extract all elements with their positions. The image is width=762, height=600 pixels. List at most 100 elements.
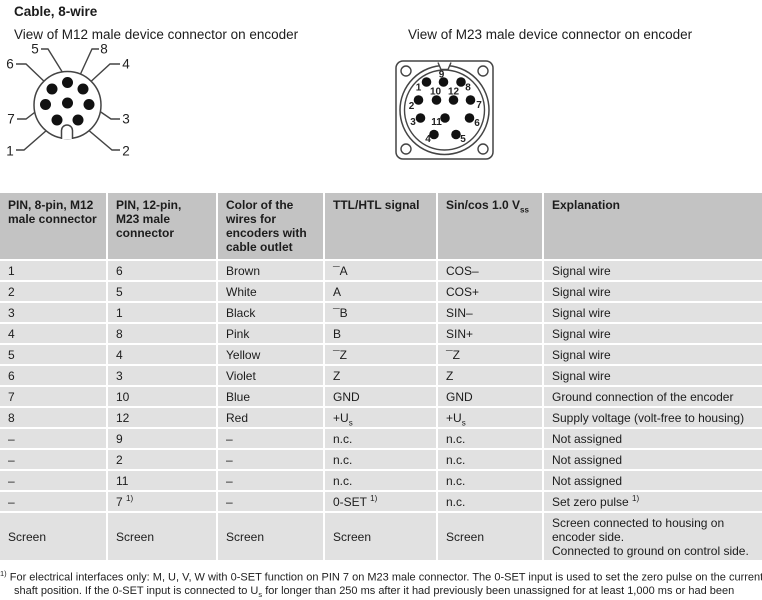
table-cell: 9 xyxy=(108,429,218,450)
leader-line xyxy=(41,48,67,79)
table-cell: B xyxy=(325,324,438,345)
m23-screw-hole xyxy=(400,143,412,155)
table-cell: – xyxy=(218,492,325,513)
m12-pin-label: 1 xyxy=(6,144,14,159)
m23-pin-label: 6 xyxy=(474,118,480,129)
header-cell: Explanation xyxy=(544,193,762,261)
table-cell: n.c. xyxy=(325,471,438,492)
table-cell: COS– xyxy=(438,261,544,282)
m23-connector-diagram: 1 9 8 2 10 12 7 3 11 6 4 5 xyxy=(395,60,494,160)
header-cell: Color of the wires for encoders with cab… xyxy=(218,193,325,261)
table-cell: Screen xyxy=(325,513,438,562)
m12-pin-3 xyxy=(83,99,95,110)
table-cell: Screen xyxy=(218,513,325,562)
table-cell: 5 xyxy=(108,282,218,303)
m23-pin-label: 5 xyxy=(460,134,466,145)
m12-pin-2 xyxy=(72,114,84,126)
table-cell: 2 xyxy=(0,282,108,303)
m23-pin-12 xyxy=(448,95,459,105)
m12-pin-label: 4 xyxy=(122,57,130,72)
m12-pin-label: 6 xyxy=(6,57,14,72)
m23-pin-label: 3 xyxy=(410,117,416,128)
m12-pin-6 xyxy=(46,83,58,95)
table-cell: – xyxy=(0,429,108,450)
m23-pin-label: 11 xyxy=(431,117,442,128)
table-cell: ¯B xyxy=(325,303,438,324)
table-cell: 10 xyxy=(108,387,218,408)
table-cell: Brown xyxy=(218,261,325,282)
m23-pin-label: 9 xyxy=(439,70,445,81)
table-cell: 6 xyxy=(0,366,108,387)
table-cell: Not assigned xyxy=(544,450,762,471)
m23-screw-hole xyxy=(477,143,489,155)
m23-pin-9 xyxy=(438,77,449,87)
table-cell: Red xyxy=(218,408,325,429)
table-cell: 0-SET 1) xyxy=(325,492,438,513)
leader-line xyxy=(85,63,120,87)
m23-pin-6 xyxy=(464,113,475,123)
table-row: –7 1)–0-SET 1)n.c.Set zero pulse 1) xyxy=(0,492,762,513)
m23-pin-label: 12 xyxy=(448,87,460,98)
table-cell: 3 xyxy=(0,303,108,324)
m12-pin-label: 3 xyxy=(122,112,130,127)
table-cell: ¯A xyxy=(325,261,438,282)
header-cell: TTL/HTL signal xyxy=(325,193,438,261)
table-cell: 6 xyxy=(108,261,218,282)
table-cell: Blue xyxy=(218,387,325,408)
table-cell: 8 xyxy=(0,408,108,429)
table-cell: Black xyxy=(218,303,325,324)
table-cell: – xyxy=(0,450,108,471)
table-cell: – xyxy=(0,471,108,492)
m12-leader-lines xyxy=(16,48,120,151)
m23-screw-hole xyxy=(477,65,489,77)
m23-caption: View of M23 male device connector on enc… xyxy=(408,27,693,42)
table-cell: Supply voltage (volt-free to housing) xyxy=(544,408,762,429)
table-cell: 2 xyxy=(108,450,218,471)
table-cell: – xyxy=(218,471,325,492)
table-cell: Pink xyxy=(218,324,325,345)
header-cell: PIN, 12-pin, M23 male connector xyxy=(108,193,218,261)
table-cell: SIN– xyxy=(438,303,544,324)
table-cell: 4 xyxy=(108,345,218,366)
table-cell: Signal wire xyxy=(544,366,762,387)
m23-pin-3 xyxy=(415,113,426,123)
table-cell: n.c. xyxy=(438,450,544,471)
table-cell: – xyxy=(0,492,108,513)
table-cell: Not assigned xyxy=(544,429,762,450)
table-cell: n.c. xyxy=(438,471,544,492)
header-cell: Sin/cos 1.0 Vss xyxy=(438,193,544,261)
table-cell: 3 xyxy=(108,366,218,387)
table-cell: Violet xyxy=(218,366,325,387)
table-cell: 1 xyxy=(0,261,108,282)
table-cell: Signal wire xyxy=(544,324,762,345)
table-cell: Ground connection of the encoder xyxy=(544,387,762,408)
m23-pin-label: 8 xyxy=(465,83,471,94)
m23-pin-10 xyxy=(431,95,442,105)
m12-pin-label: 2 xyxy=(122,144,130,159)
table-cell: Screen connected to housing on encoder s… xyxy=(544,513,762,562)
table-cell: Set zero pulse 1) xyxy=(544,492,762,513)
table-cell: n.c. xyxy=(438,492,544,513)
table-cell: Z xyxy=(325,366,438,387)
m23-pin-label: 7 xyxy=(476,100,482,111)
table-cell: +Us xyxy=(325,408,438,429)
m23-pin-11 xyxy=(440,113,450,123)
table-cell: 5 xyxy=(0,345,108,366)
table-cell: Signal wire xyxy=(544,261,762,282)
table-cell: Yellow xyxy=(218,345,325,366)
m12-pin-labels: 5 8 6 4 7 3 1 2 xyxy=(6,42,130,159)
m23-pin-5 xyxy=(451,129,461,140)
table-cell: n.c. xyxy=(325,450,438,471)
table-cell: GND xyxy=(325,387,438,408)
table-cell: 7 xyxy=(0,387,108,408)
leader-line xyxy=(16,63,50,87)
table-cell: 11 xyxy=(108,471,218,492)
m12-pin-8 xyxy=(62,97,73,109)
table-row: –11–n.c.n.c.Not assigned xyxy=(0,471,762,492)
